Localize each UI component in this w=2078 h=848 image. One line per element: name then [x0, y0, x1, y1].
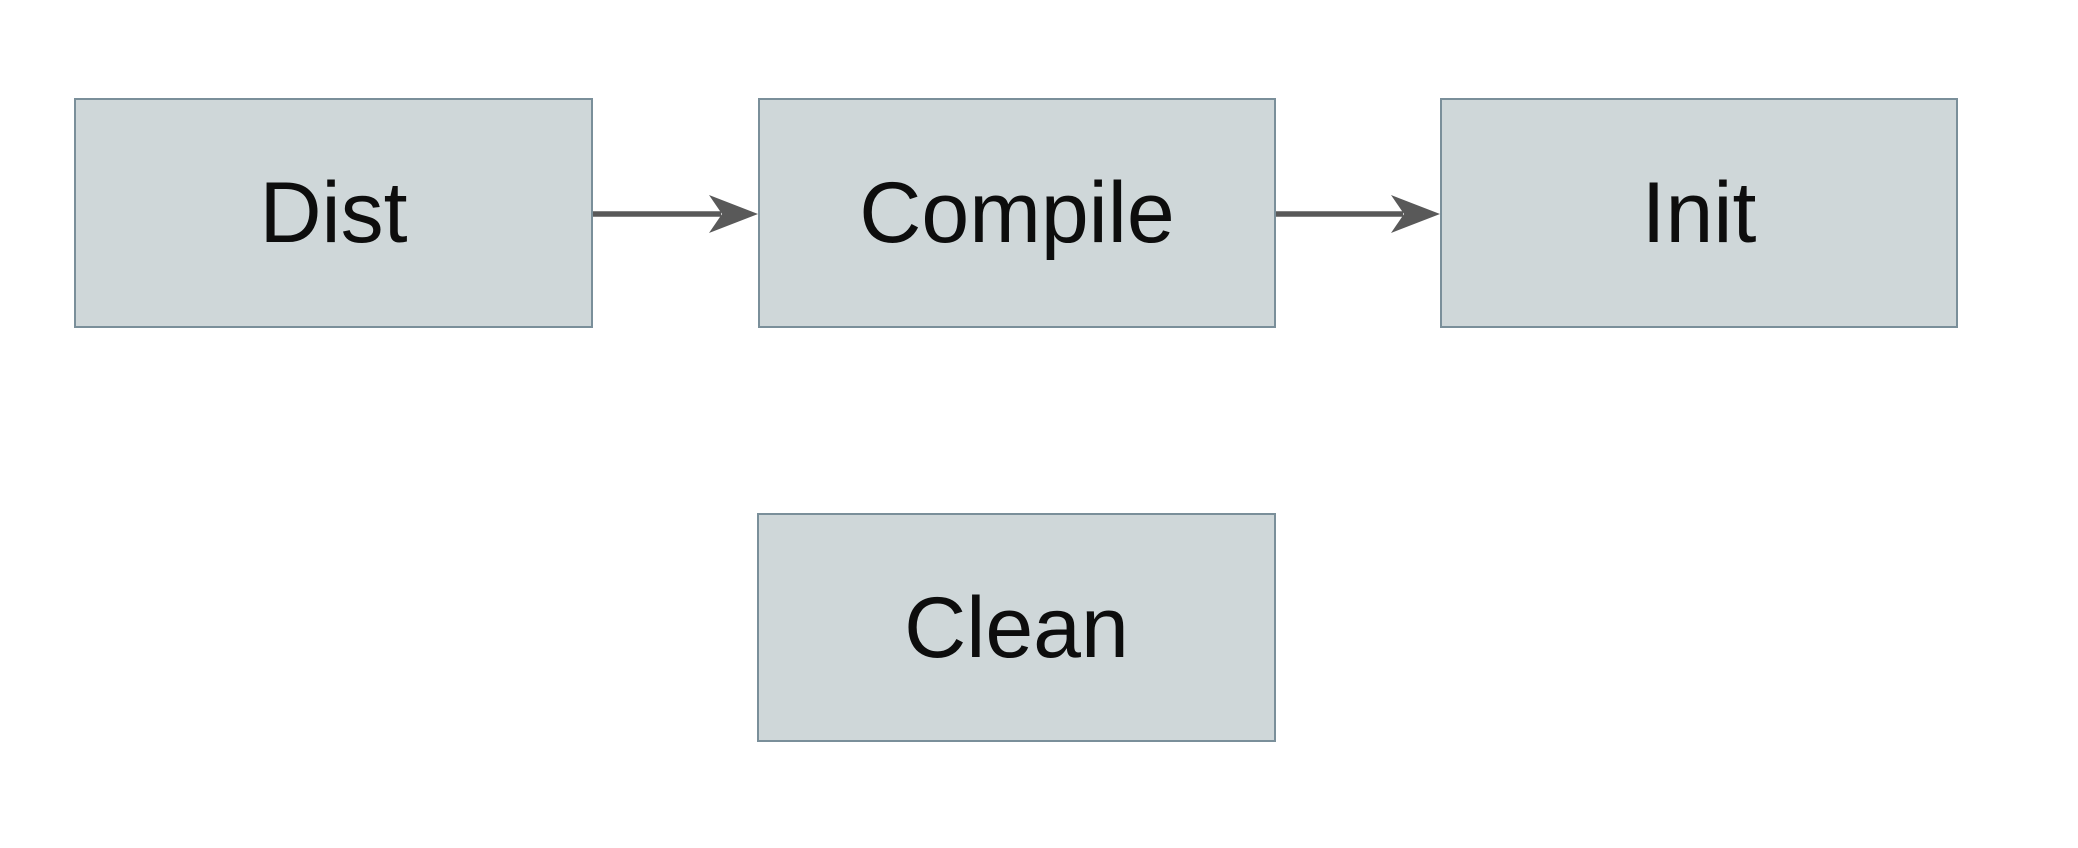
node-clean-label: Clean [904, 579, 1129, 676]
node-clean[interactable]: Clean [757, 513, 1276, 742]
node-init[interactable]: Init [1440, 98, 1958, 328]
node-dist[interactable]: Dist [74, 98, 593, 328]
node-dist-label: Dist [259, 165, 408, 261]
node-init-label: Init [1641, 165, 1757, 261]
arrow-dist-to-compile [593, 195, 758, 233]
arrow-compile-to-init [1276, 195, 1440, 233]
node-compile[interactable]: Compile [758, 98, 1276, 328]
arrowhead-icon [709, 195, 758, 233]
arrowhead-icon [1391, 195, 1440, 233]
node-compile-label: Compile [859, 165, 1175, 261]
